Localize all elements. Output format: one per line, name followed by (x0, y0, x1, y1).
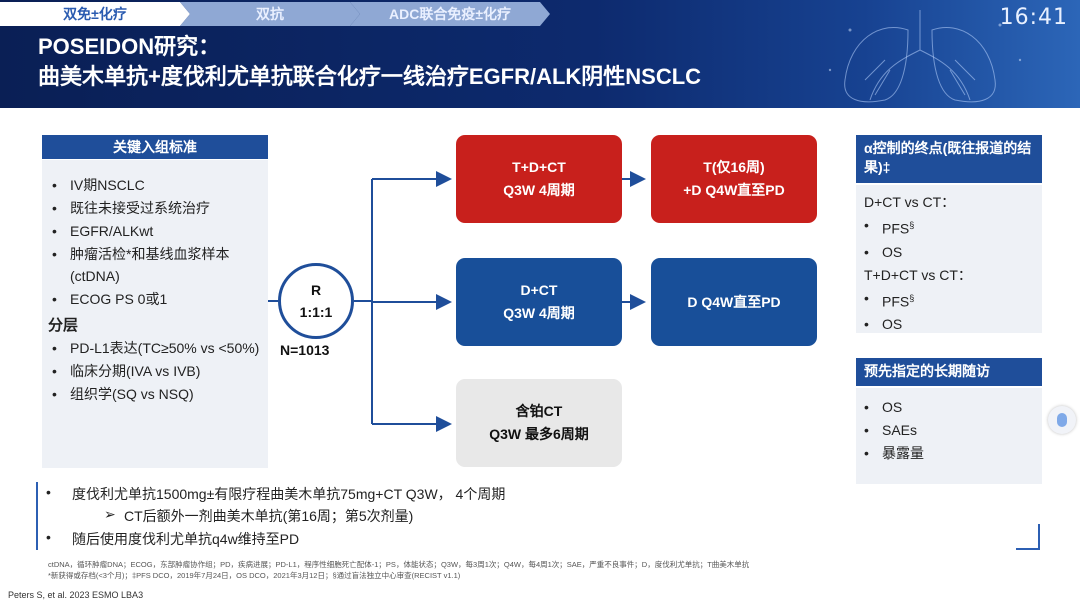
followup-item: SAEs (864, 419, 1042, 442)
abbreviations: ctDNA，循环肿瘤DNA；ECOG，东部肿瘤协作组；PD，疾病进展；PD-L1… (48, 559, 928, 581)
randomization-label: R (310, 282, 322, 298)
floating-assistant-button[interactable] (1048, 406, 1076, 434)
arm-line: Q3W 4周期 (503, 182, 575, 198)
title-line-2: 曲美木单抗+度伐利尤单抗联合化疗一线治疗EGFR/ALK阴性NSCLC (38, 64, 702, 89)
criteria-item: 肿瘤活检*和基线血浆样本(ctDNA) (48, 243, 268, 287)
endpoint-group-title: D+CT vs CT： (864, 194, 956, 210)
assistant-icon (1057, 413, 1067, 427)
endpoint-pfs: PFS (882, 220, 910, 237)
tab-dual-immuno-chemo[interactable]: 双免±化疗 (0, 2, 190, 26)
slide-title: POSEIDON研究： 曲美木单抗+度伐利尤单抗联合化疗一线治疗EGFR/ALK… (38, 32, 701, 92)
sample-size: N=1013 (280, 342, 330, 358)
endpoint-pfs: PFS (882, 293, 910, 310)
arm-line: Q3W 最多6周期 (489, 426, 589, 442)
header-banner: 双免±化疗 双抗 ADC联合免疫±化疗 16:41 POSEIDON研究： 曲美… (0, 0, 1080, 108)
followup-item: 暴露量 (864, 442, 1042, 465)
abbreviations-line-1: ctDNA，循环肿瘤DNA；ECOG，东部肿瘤协作组；PD，疾病进展；PD-L1… (48, 560, 750, 569)
title-line-1: POSEIDON研究： (38, 34, 221, 59)
followup-panel: OS SAEs 暴露量 (856, 388, 1042, 484)
clock-display: 16:41 (999, 5, 1068, 30)
stratification-list: PD-L1表达(TC≥50% vs <50%) 临床分期(IVA vs IVB)… (48, 337, 268, 405)
stratification-item: 组织学(SQ vs NSQ) (48, 383, 268, 405)
criteria-heading: 关键入组标准 (42, 135, 268, 159)
arm-d-ct: D+CT Q3W 4周期 (456, 258, 622, 346)
stratification-item: PD-L1表达(TC≥50% vs <50%) (48, 337, 268, 359)
arm-line: 含铂CT (515, 403, 563, 419)
tab-adc-immuno-chemo[interactable]: ADC联合免疫±化疗 (350, 2, 550, 26)
endpoints-panel: D+CT vs CT： PFS§ OS T+D+CT vs CT： PFS§ O… (856, 185, 1042, 336)
arm-t-d-maintenance: T(仅16周) +D Q4W直至PD (651, 135, 817, 223)
criteria-panel: IV期NSCLC 既往未接受过系统治疗 EGFR/ALKwt 肿瘤活检*和基线血… (42, 160, 268, 468)
arm-t-d-ct: T+D+CT Q3W 4周期 (456, 135, 622, 223)
stratification-heading: 分层 (48, 317, 79, 334)
criteria-item: IV期NSCLC (48, 174, 268, 196)
notes-corner-border (1016, 524, 1040, 550)
dosing-notes: • 度伐利尤单抗1500mg±有限疗程曲美木单抗75mg+CT Q3W， 4个周… (36, 480, 1042, 550)
randomization-circle: R 1:1:1 (278, 263, 354, 339)
note-line-1: 度伐利尤单抗1500mg±有限疗程曲美木单抗75mg+CT Q3W， 4个周期 (72, 486, 506, 502)
arm-line: T(仅16周) (703, 159, 765, 175)
arm-line: D+CT (520, 282, 558, 298)
arm-line: D Q4W直至PD (687, 293, 781, 310)
arm-line: T+D+CT (512, 159, 566, 175)
arm-platinum-ct: 含铂CT Q3W 最多6周期 (456, 379, 622, 467)
note-line-3: 随后使用度伐利尤单抗q4w维持至PD (72, 531, 300, 547)
followup-item: OS (864, 396, 1042, 419)
randomization-ratio: 1:1:1 (299, 304, 333, 320)
arm-d-maintenance: D Q4W直至PD (651, 258, 817, 346)
criteria-item: 既往未接受过系统治疗 (48, 197, 268, 219)
note-line-2: CT后额外一剂曲美木单抗(第16周；第5次剂量) (124, 508, 414, 524)
endpoint-item: PFS§ (864, 214, 1042, 241)
endpoint-item: PFS§ (864, 287, 1042, 314)
sub-arrow-icon: ➢ (104, 506, 116, 522)
arm-line: +D Q4W直至PD (683, 182, 785, 198)
followup-heading: 预先指定的长期随访 (856, 358, 1042, 386)
arm-line: Q3W 4周期 (503, 305, 575, 321)
criteria-item: ECOG PS 0或1 (48, 288, 268, 310)
criteria-item: EGFR/ALKwt (48, 220, 268, 242)
section-mark: § (909, 220, 915, 230)
stratification-item: 临床分期(IVA vs IVB) (48, 360, 268, 382)
endpoint-item: OS (864, 241, 1042, 264)
notes-left-border (36, 482, 38, 550)
citation: Peters S, et al. 2023 ESMO LBA3 (8, 590, 144, 600)
endpoint-group-title: T+D+CT vs CT： (864, 266, 972, 283)
criteria-list: IV期NSCLC 既往未接受过系统治疗 EGFR/ALKwt 肿瘤活检*和基线血… (48, 174, 268, 310)
abbreviations-line-2: *新获得或存档(<3个月)；‡PFS DCO，2019年7月24日，OS DCO… (48, 571, 461, 580)
note-bullet: • (46, 529, 51, 545)
lung-decoration-icon (828, 10, 1022, 103)
tab-bispecific[interactable]: 双抗 (180, 2, 360, 26)
section-mark: § (909, 292, 915, 303)
endpoint-item: OS (864, 313, 1042, 336)
endpoints-heading: α控制的终点(既往报道的结果)‡ (856, 135, 1042, 183)
note-bullet: • (46, 484, 51, 500)
